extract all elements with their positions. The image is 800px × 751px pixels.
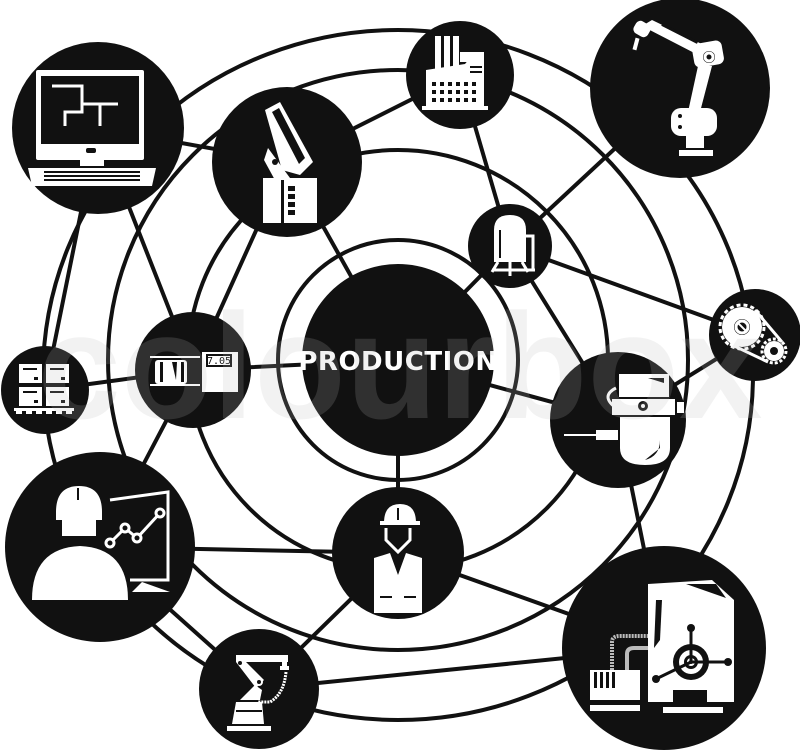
node-engineer-monitor[interactable] — [5, 452, 195, 642]
machine-display-readout: 7.05 — [207, 356, 231, 367]
press-machine-icon — [263, 102, 317, 223]
node-cnc-lathe[interactable] — [562, 546, 766, 750]
node-cad-laptop[interactable] — [12, 42, 184, 214]
watermark-text: colourbox — [37, 282, 762, 450]
node-tank[interactable] — [468, 204, 552, 288]
pallet-boxes-icon — [14, 364, 74, 414]
center-hub-label: PRODUCTION — [298, 347, 497, 377]
cnc-machine-icon — [590, 580, 734, 713]
center-hub[interactable]: PRODUCTION — [298, 264, 497, 456]
node-worker[interactable] — [332, 487, 464, 619]
node-factory[interactable] — [406, 21, 514, 129]
node-injection-molder[interactable]: 7.05 — [135, 312, 251, 428]
laptop-circuit-icon — [28, 70, 156, 186]
node-press-machine[interactable] — [212, 87, 362, 237]
node-robot-arm[interactable] — [590, 0, 770, 178]
node-pallet[interactable] — [1, 346, 89, 434]
injection-molding-icon: 7.05 — [150, 352, 238, 392]
tank-vessel-icon — [490, 215, 535, 276]
gears-belt-icon — [718, 303, 788, 365]
engineer-chart-icon — [32, 486, 170, 600]
spindle-drill-icon — [564, 374, 684, 465]
node-drill-head[interactable] — [550, 352, 686, 488]
worker-helmet-icon — [374, 504, 422, 613]
industrial-robot-icon — [227, 655, 289, 731]
node-gears[interactable] — [709, 289, 800, 381]
factory-icon — [422, 36, 488, 110]
node-small-robot[interactable] — [199, 629, 319, 749]
robot-arm-icon — [632, 20, 724, 156]
